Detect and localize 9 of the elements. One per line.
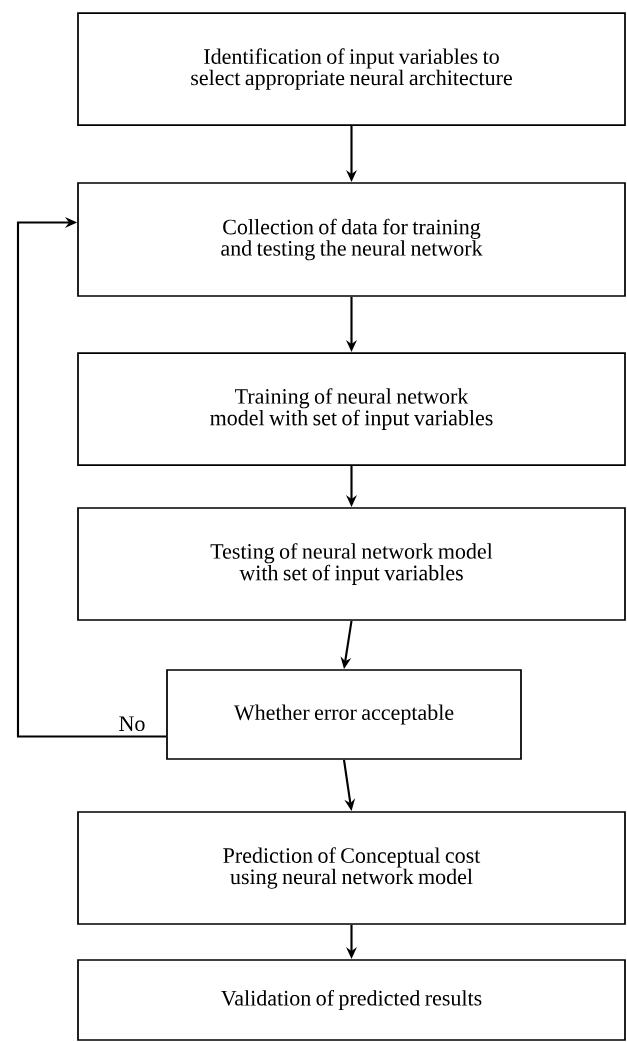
edge-label: No bbox=[117, 715, 147, 733]
process-box: Identification of input variables to select appropriate neural architecture bbox=[77, 12, 626, 126]
process-box: Collection of data for training and testing the neural network bbox=[77, 182, 626, 297]
process-box: Training of neural network model with set of input variables bbox=[77, 352, 626, 466]
process-box: Validation of predicted results bbox=[77, 959, 626, 1041]
process-box: Testing of neural network model with set of input variables bbox=[77, 507, 626, 621]
loop-arrow bbox=[16, 217, 167, 738]
process-box: Whether error acceptable bbox=[166, 669, 522, 760]
process-box: Prediction of Conceptual cost using neural network model bbox=[77, 811, 626, 925]
